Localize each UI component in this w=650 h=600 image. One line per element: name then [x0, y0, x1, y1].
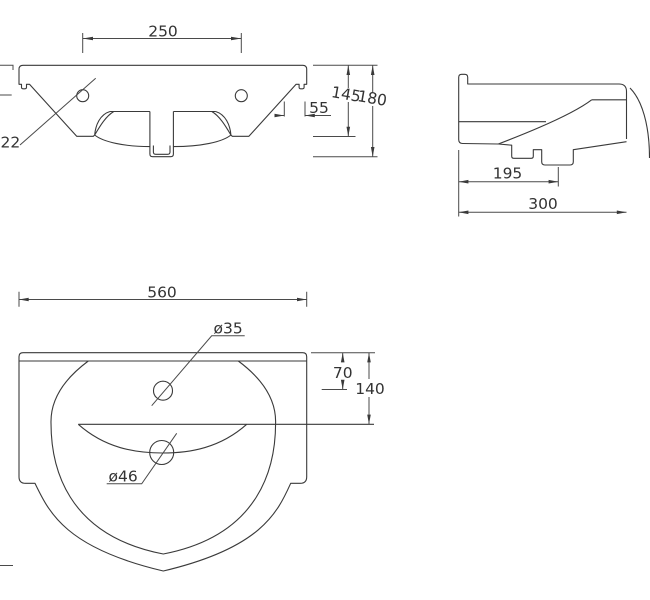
bowl-corner-left [94, 110, 115, 136]
arrowhead [82, 36, 93, 41]
plan-view: ø35 ø46 560 70 140 [0, 284, 385, 572]
arrowhead [297, 297, 307, 302]
dim-label-560: 560 [147, 284, 177, 302]
dim-label-tap-hole: ø35 [214, 319, 243, 337]
dim-label-70: 70 [333, 364, 353, 382]
dim-label-140: 140 [355, 380, 385, 398]
arrowhead [305, 113, 315, 118]
bowl-opening-outline [50, 360, 277, 555]
front-view: 22 250 55 145 180 [0, 23, 388, 158]
tap-hole-right [234, 89, 248, 103]
dim-195-extension-lines [458, 150, 559, 217]
arrowhead [367, 352, 371, 363]
arrowhead [19, 297, 29, 302]
dim-250-extension-ticks [82, 33, 242, 53]
arrowhead [274, 113, 285, 118]
bowl-profile-curve [498, 99, 593, 145]
dim-label-250: 250 [148, 23, 178, 41]
dim-label-drain-hole: ø46 [109, 467, 138, 485]
dim-label-145: 145 [330, 83, 362, 106]
arrowhead [231, 36, 242, 41]
drain-hole [149, 439, 175, 466]
dim-label-300: 300 [528, 195, 558, 213]
tap-hole-leader-line [151, 335, 245, 407]
basin-plan-outline [18, 352, 308, 572]
tap-hole [152, 380, 174, 401]
arrowhead [548, 179, 559, 184]
drain-hole-leader-line [106, 433, 178, 485]
arrowhead [458, 179, 469, 184]
arrowhead [370, 147, 375, 157]
basin-front-outline [18, 64, 308, 158]
arrowhead [458, 210, 469, 215]
hole-note-leader-line [19, 77, 97, 146]
front-apron-curve-cropped [629, 87, 650, 159]
dim-label-55: 55 [309, 99, 329, 117]
basin-side-outline-bottom [458, 139, 627, 166]
drain-spigot-inner [152, 145, 171, 155]
arrowhead [370, 65, 375, 75]
dim-label-195: 195 [493, 165, 523, 183]
cropped-extension-stub-top [0, 64, 14, 70]
dim-label-22: 22 [1, 134, 21, 152]
arrowhead [367, 414, 371, 425]
bowl-corner-right [211, 110, 232, 136]
dim-label-180: 180 [356, 87, 388, 110]
dim-55-extension-ticks [283, 101, 306, 117]
basin-side-outline-top [458, 73, 628, 140]
arrowhead [340, 352, 345, 363]
arrowhead [346, 126, 351, 137]
side-view: 195 300 [458, 73, 650, 217]
arrowhead [616, 210, 627, 215]
arrowhead [346, 65, 351, 75]
arrowhead [340, 379, 345, 390]
